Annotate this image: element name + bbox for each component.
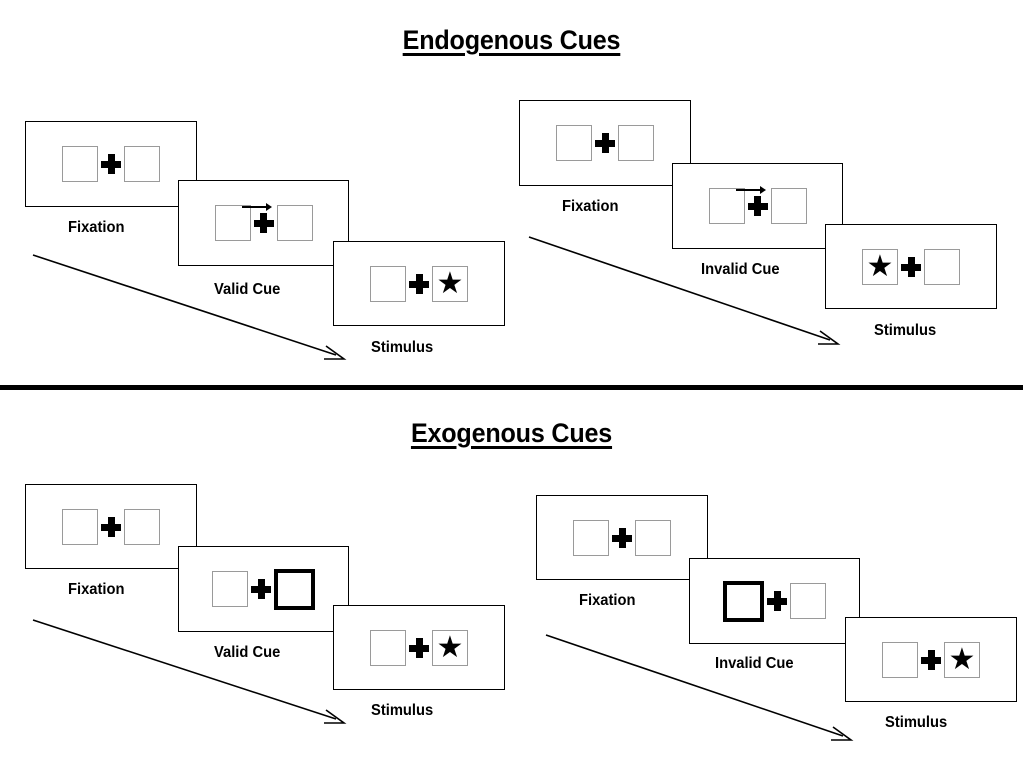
trial-frame-stimulus: ★: [845, 617, 1017, 702]
frame-content: [537, 496, 707, 579]
placeholder-box-left: [212, 571, 248, 607]
frame-content: [26, 485, 196, 568]
frame-content: [673, 164, 842, 248]
target-star-icon: ★: [436, 630, 464, 664]
trial-frame-fixation: [536, 495, 708, 580]
placeholder-box-right: [770, 188, 807, 224]
fixation-cross-icon: [592, 132, 618, 154]
trial-frame-stimulus: ★: [825, 224, 997, 309]
frame-content: [26, 122, 196, 206]
frame-label-stimulus: Stimulus: [371, 339, 434, 356]
fixation-cross-icon: [248, 578, 274, 600]
frame-label-stimulus: Stimulus: [885, 714, 948, 731]
trial-frame-stimulus: ★: [333, 241, 505, 326]
target-star-icon: ★: [866, 249, 894, 283]
cue-arrow-right-icon: [242, 203, 272, 211]
placeholder-box-left-target: ★: [862, 248, 898, 285]
placeholder-box-left: [370, 265, 406, 302]
frame-content: [690, 559, 859, 643]
frame-label-fixation: Fixation: [579, 592, 636, 609]
section-title-endogenous: Endogenous Cues: [402, 25, 621, 55]
fixation-cross-icon: [745, 195, 771, 217]
fixation-cross-icon: [609, 527, 635, 549]
target-star-icon: ★: [436, 266, 464, 300]
placeholder-box-right-target: ★: [432, 629, 468, 666]
fixation-cross-icon: [764, 590, 790, 612]
trial-frame-fixation: [519, 100, 691, 186]
placeholder-box-left: [708, 188, 745, 224]
placeholder-box-right: [618, 125, 654, 161]
placeholder-box-right: [635, 519, 671, 556]
fixation-cross-icon: [98, 153, 124, 175]
frame-label-fixation: Fixation: [68, 581, 125, 598]
frame-label-fixation: Fixation: [562, 198, 619, 215]
frame-label-fixation: Fixation: [68, 219, 125, 236]
cue-arrow-right-icon: [736, 186, 766, 194]
placeholder-box-left: [62, 508, 98, 545]
frame-content: ★: [846, 618, 1016, 701]
trial-frame-stimulus: ★: [333, 605, 505, 690]
placeholder-box-left: [370, 629, 406, 666]
placeholder-box-left: [556, 125, 592, 161]
frame-content: [520, 101, 690, 185]
section-title-exogenous: Exogenous Cues: [410, 418, 613, 448]
placeholder-box-right-target: ★: [944, 641, 980, 678]
frame-label-stimulus: Stimulus: [371, 702, 434, 719]
fixation-cross-icon: [251, 212, 277, 234]
frame-content: ★: [334, 242, 504, 325]
frame-content: ★: [334, 606, 504, 689]
fixation-cross-icon: [98, 516, 124, 538]
placeholder-box-right: [124, 508, 160, 545]
fixation-cross-icon: [406, 273, 432, 295]
placeholder-box-right: [790, 583, 826, 619]
placeholder-box-left-cued: [723, 580, 764, 622]
frame-label-valid-cue: Valid Cue: [214, 644, 281, 661]
trial-frame-invalid-cue: [689, 558, 860, 644]
placeholder-box-right-target: ★: [432, 265, 468, 302]
trial-frame-fixation: [25, 121, 197, 207]
trial-frame-invalid-cue: [672, 163, 843, 249]
section-divider: [0, 385, 1023, 390]
placeholder-box-right-cued: [274, 568, 315, 610]
frame-content: [179, 181, 348, 265]
target-star-icon: ★: [948, 642, 976, 676]
fixation-cross-icon: [406, 637, 432, 659]
placeholder-box-left: [214, 205, 251, 241]
frame-content: [179, 547, 348, 631]
trial-frame-fixation: [25, 484, 197, 569]
placeholder-box-right: [276, 205, 313, 241]
placeholder-box-right: [124, 146, 160, 182]
fixation-cross-icon: [898, 256, 924, 278]
trial-frame-valid-cue: [178, 180, 349, 266]
fixation-cross-icon: [918, 649, 944, 671]
placeholder-box-right: [924, 248, 960, 285]
frame-label-invalid-cue: Invalid Cue: [715, 655, 794, 672]
frame-label-valid-cue: Valid Cue: [214, 281, 281, 298]
placeholder-box-left: [62, 146, 98, 182]
frame-label-stimulus: Stimulus: [874, 322, 937, 339]
trial-frame-valid-cue: [178, 546, 349, 632]
placeholder-box-left: [882, 641, 918, 678]
placeholder-box-left: [573, 519, 609, 556]
frame-content: ★: [826, 225, 996, 308]
frame-label-invalid-cue: Invalid Cue: [701, 261, 780, 278]
